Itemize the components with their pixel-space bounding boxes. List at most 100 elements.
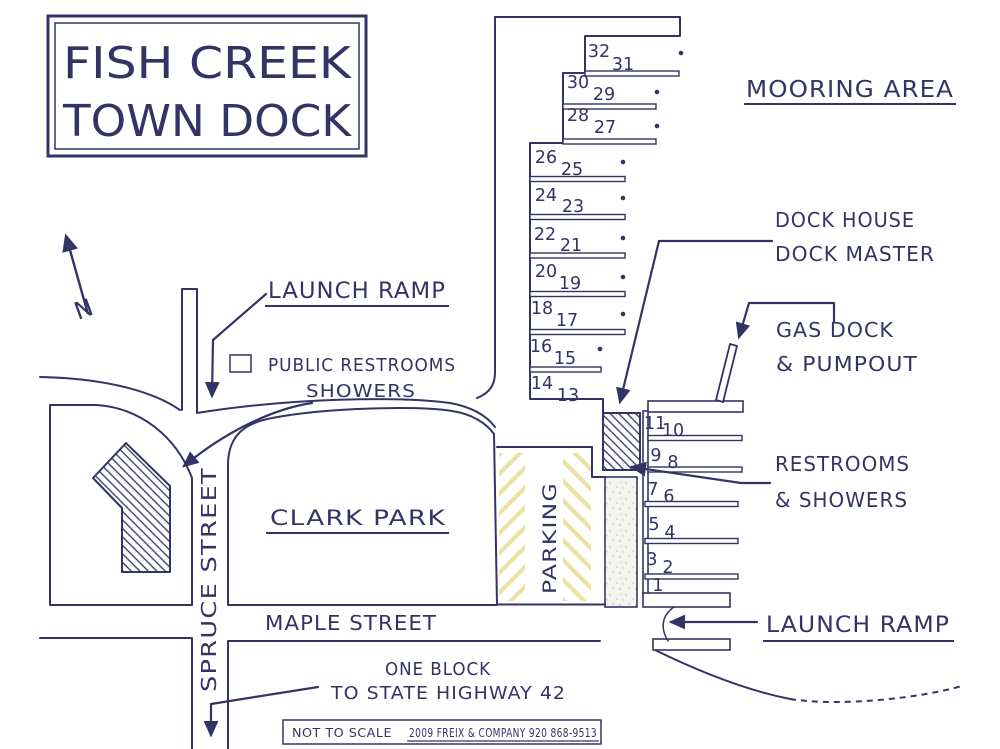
dock-house-label-line2: DOCK MASTER <box>775 242 935 266</box>
restrooms-label-line2: & SHOWERS <box>775 488 908 512</box>
spruce-street-label: SPRUCE STREET <box>197 467 221 692</box>
finger-piers-right <box>644 434 743 580</box>
mooring-buoy-dot <box>678 50 684 56</box>
maple-street-south-west <box>39 637 193 749</box>
north-label: N <box>70 293 96 325</box>
restrooms-showers-arrow <box>629 461 772 485</box>
shore-notch <box>229 354 252 373</box>
mooring-buoy-dot <box>597 346 603 352</box>
slip-number-27: 27 <box>594 118 616 138</box>
mooring-buoy-dot <box>620 159 626 165</box>
slip-number-5: 5 <box>648 515 659 535</box>
slip-number-9: 9 <box>650 446 661 466</box>
promenade-shore-curve <box>196 398 496 428</box>
mooring-buoy-dot <box>620 235 626 241</box>
slip-number-7: 7 <box>647 480 658 500</box>
finger-piers-top <box>529 70 680 373</box>
slip-number-16: 16 <box>530 337 552 357</box>
slip-number-31: 31 <box>612 55 634 75</box>
public-restrooms-arrow <box>182 401 314 468</box>
slip-number-11: 11 <box>644 414 666 434</box>
finger-pier <box>529 328 626 336</box>
shoreline-solid <box>654 649 791 700</box>
slip-number-8: 8 <box>667 453 678 473</box>
launch-ramp-left-arrow <box>204 292 268 399</box>
parking-label: PARKING <box>539 482 561 594</box>
pier-west-edge <box>476 16 496 399</box>
slip-number-24: 24 <box>535 186 557 206</box>
mooring-buoy-dot <box>654 123 660 129</box>
launch-ramp-right-label: LAUNCH RAMP <box>766 613 950 638</box>
finger-pier <box>529 290 626 298</box>
mooring-buoy-dot <box>620 274 626 280</box>
slip-number-17: 17 <box>556 311 578 331</box>
slip-number-23: 23 <box>562 197 584 217</box>
finger-pier <box>562 103 657 110</box>
public-restrooms-label-line1: PUBLIC RESTROOMS <box>268 355 456 376</box>
gas-dock-top-dock <box>647 400 744 413</box>
west-park-block <box>49 404 193 606</box>
map-title-line1: FISH CREEK <box>63 38 352 89</box>
mooring-buoy-dot <box>620 311 626 317</box>
slip-number-3: 3 <box>646 550 657 570</box>
dock-house-arrow <box>616 239 774 405</box>
slip-number-26: 26 <box>535 148 557 168</box>
maple-street-south-east <box>227 640 601 749</box>
mooring-dots <box>597 50 684 352</box>
gas-dock-label-line2: & PUMPOUT <box>776 352 918 376</box>
launch-ramp-strip <box>181 288 198 413</box>
slip-number-22: 22 <box>534 225 556 245</box>
finger-pier <box>529 175 626 183</box>
slip-number-2: 2 <box>662 558 673 578</box>
clark-park-label: CLARK PARK <box>270 506 446 530</box>
not-to-scale-label: NOT TO SCALE <box>292 725 392 740</box>
finger-pier <box>529 366 602 373</box>
slip-number-20: 20 <box>535 262 557 282</box>
slip-number-30: 30 <box>567 73 589 93</box>
finger-pier <box>644 500 739 508</box>
launch-ramp-curve-right <box>662 606 675 642</box>
shoreline-dashed <box>789 685 963 704</box>
clark-park-area <box>227 407 498 606</box>
restrooms-label-line1: RESTROOMS <box>775 452 910 476</box>
launch-ramp-left-label: LAUNCH RAMP <box>268 279 446 304</box>
mooring-buoy-dot <box>654 89 660 95</box>
finger-pier <box>644 537 739 545</box>
gas-dock-arrow <box>735 301 836 340</box>
slip-number-4: 4 <box>664 523 675 543</box>
public-restrooms-label-line2: SHOWERS <box>306 381 416 402</box>
slip-number-15: 15 <box>554 349 576 369</box>
finger-pier <box>529 213 626 221</box>
slip-number-21: 21 <box>560 236 582 256</box>
lower-dock <box>652 638 731 651</box>
finger-pier <box>584 70 680 77</box>
walkway-strip <box>604 476 638 608</box>
finger-pier <box>562 138 657 145</box>
map-title-line2: TOWN DOCK <box>62 96 352 147</box>
slip-number-10: 10 <box>662 421 684 441</box>
parking-area-outline <box>496 446 606 478</box>
footer-box <box>282 719 602 745</box>
restroom-building <box>92 442 171 573</box>
parking-stripes-right <box>563 453 591 601</box>
dock-house-building <box>602 412 641 471</box>
title-box-inner <box>54 22 360 150</box>
south-dock <box>642 592 731 608</box>
dock-house-label-line1: DOCK HOUSE <box>775 208 915 232</box>
parking-stripes-left <box>499 453 525 601</box>
gas-dock-label-line1: GAS DOCK <box>776 318 894 342</box>
slip-number-13: 13 <box>557 386 579 406</box>
slip-number-14: 14 <box>531 374 553 394</box>
finger-pier <box>529 252 626 259</box>
credit-label: 2009 FREIX & COMPANY 920 868-9513 <box>409 725 597 740</box>
north-arrow <box>62 233 90 315</box>
west-road-curve <box>39 376 181 411</box>
title-box-outer <box>46 14 368 158</box>
mooring-buoy-dot <box>620 195 626 201</box>
slip-number-28: 28 <box>567 106 589 126</box>
maple-street-label: MAPLE STREET <box>265 611 437 635</box>
